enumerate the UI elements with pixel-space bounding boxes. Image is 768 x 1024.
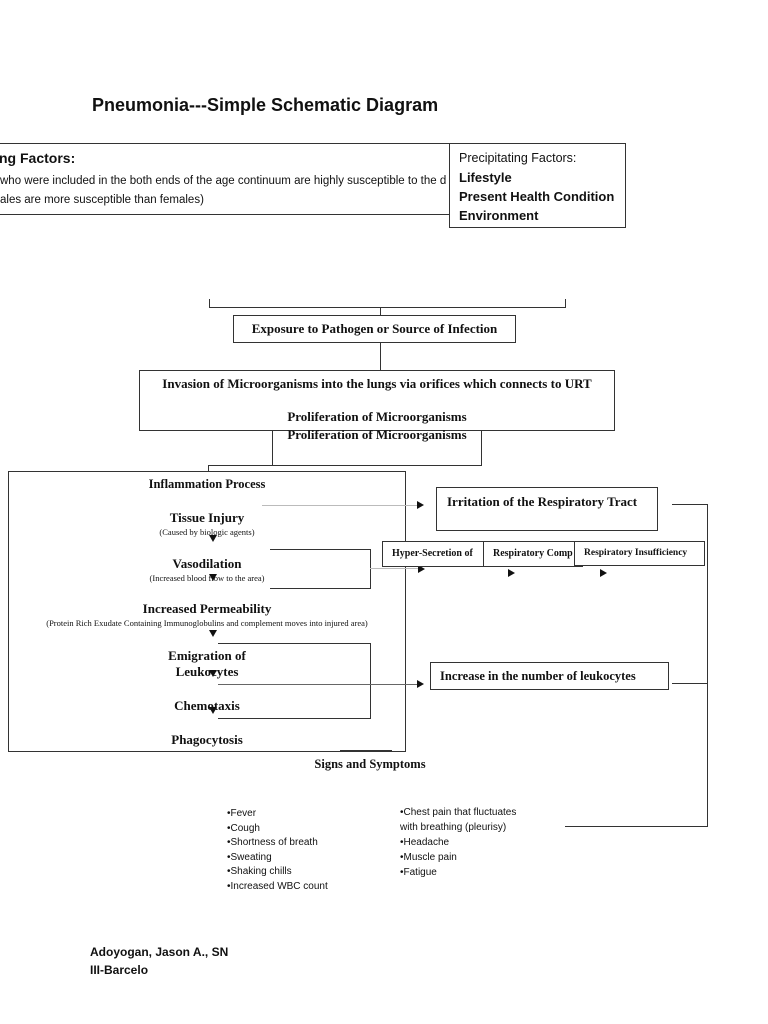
predisposing-factors-box: ng Factors: who were included in the bot… bbox=[0, 143, 451, 215]
connector bbox=[380, 343, 381, 370]
arrow-down-icon bbox=[209, 574, 217, 581]
symptoms-left-list: •Fever •Cough •Shortness of breath •Swea… bbox=[227, 807, 328, 894]
arrow-down-icon bbox=[209, 707, 217, 714]
tissue-injury: Tissue Injury bbox=[169, 510, 245, 525]
connector bbox=[208, 465, 209, 472]
inflammation-process-box: Inflammation Process Tissue Injury (Caus… bbox=[8, 471, 406, 752]
emigration-bracket bbox=[218, 643, 371, 719]
invasion-text: Invasion of Microorganisms into the lung… bbox=[162, 376, 592, 391]
tissue-injury-note: (Caused by biologic agents) bbox=[159, 527, 255, 537]
author-name: Adoyogan, Jason A., SN bbox=[90, 945, 229, 959]
arrow-right-icon bbox=[600, 569, 607, 577]
arrow-down-icon bbox=[209, 630, 217, 637]
leukocytes: Leukocytes bbox=[175, 664, 239, 679]
connector bbox=[340, 750, 392, 751]
connector bbox=[209, 299, 210, 307]
page-title: Pneumonia---Simple Schematic Diagram bbox=[92, 95, 439, 115]
connector bbox=[672, 683, 708, 684]
irritation-box: Irritation of the Respiratory Tract bbox=[436, 487, 658, 531]
arrow-down-icon bbox=[209, 670, 217, 677]
vasodilation: Vasodilation bbox=[172, 556, 242, 571]
increased-permeability: Increased Permeability bbox=[142, 601, 272, 616]
signs-symptoms-heading: Signs and Symptoms bbox=[314, 757, 426, 771]
symptom-item: •Fever bbox=[227, 808, 257, 819]
respiratory-compromise-box: Respiratory Comp bbox=[483, 541, 583, 567]
author-block: Adoyogan, Jason A., SN III-Barcelo bbox=[90, 943, 228, 979]
chemotaxis: Chemotaxis bbox=[174, 698, 240, 713]
permeability-note: (Protein Rich Exudate Containing Immunog… bbox=[46, 618, 368, 628]
inflammation-heading: Inflammation Process bbox=[148, 477, 266, 491]
connector bbox=[565, 299, 566, 307]
connector bbox=[262, 505, 417, 506]
arrow-right-icon bbox=[508, 569, 515, 577]
predisposing-line-1: who were included in the both ends of th… bbox=[0, 175, 447, 187]
connector bbox=[209, 307, 566, 308]
author-section: III-Barcelo bbox=[90, 963, 149, 977]
connector bbox=[380, 307, 381, 315]
precipitating-item: Present Health Condition bbox=[459, 189, 615, 204]
proliferation-text: Proliferation of Microorganisms bbox=[287, 427, 467, 442]
proliferation-inner-text: Proliferation of Microorganisms bbox=[287, 409, 467, 424]
arrow-right-icon bbox=[418, 565, 425, 573]
connector bbox=[218, 684, 418, 685]
exposure-box: Exposure to Pathogen or Source of Infect… bbox=[233, 315, 516, 343]
symptom-item: •Headache bbox=[400, 837, 450, 848]
symptom-item: •Cough bbox=[227, 822, 260, 834]
vasodilation-note: (Increased blood flow to the area) bbox=[149, 573, 265, 583]
connector bbox=[565, 826, 708, 827]
vasodilation-bracket bbox=[270, 549, 371, 589]
arrow-right-icon bbox=[417, 501, 424, 509]
connector bbox=[707, 504, 708, 826]
precipitating-heading: Precipitating Factors: bbox=[459, 151, 577, 165]
connector bbox=[672, 504, 708, 505]
symptoms-right-list: •Chest pain that fluctuates with breathi… bbox=[400, 805, 516, 880]
symptom-item: •Shortness of breath bbox=[227, 837, 318, 848]
symptom-item: •Shaking chills bbox=[227, 866, 292, 877]
emigration: Emigration of bbox=[168, 648, 246, 663]
predisposing-line-2: ales are more susceptible than females) bbox=[0, 194, 204, 206]
symptom-item: •Increased WBC count bbox=[227, 880, 328, 892]
invasion-box: Invasion of Microorganisms into the lung… bbox=[139, 370, 615, 431]
arrow-right-icon bbox=[417, 680, 424, 688]
symptom-item: •Muscle pain bbox=[400, 852, 457, 863]
predisposing-heading: ng Factors: bbox=[0, 150, 76, 166]
precipitating-item: Environment bbox=[459, 208, 539, 223]
leukocyte-increase-box: Increase in the number of leukocytes bbox=[430, 662, 669, 690]
symptom-item: •Fatigue bbox=[400, 867, 437, 878]
symptom-item: •Sweating bbox=[227, 851, 272, 863]
precipitating-factors-box: Precipitating Factors: Lifestyle Present… bbox=[449, 143, 626, 228]
respiratory-insufficiency-box: Respiratory Insufficiency bbox=[574, 541, 705, 566]
symptom-item: •Chest pain that fluctuates bbox=[400, 807, 517, 818]
connector bbox=[208, 465, 382, 466]
connector bbox=[370, 568, 420, 569]
symptom-item: with breathing (pleurisy) bbox=[400, 822, 507, 833]
arrow-down-icon bbox=[209, 535, 217, 542]
hypersecretion-box: Hyper-Secretion of bbox=[382, 541, 484, 567]
phagocytosis: Phagocytosis bbox=[171, 732, 243, 747]
precipitating-item: Lifestyle bbox=[459, 170, 512, 185]
